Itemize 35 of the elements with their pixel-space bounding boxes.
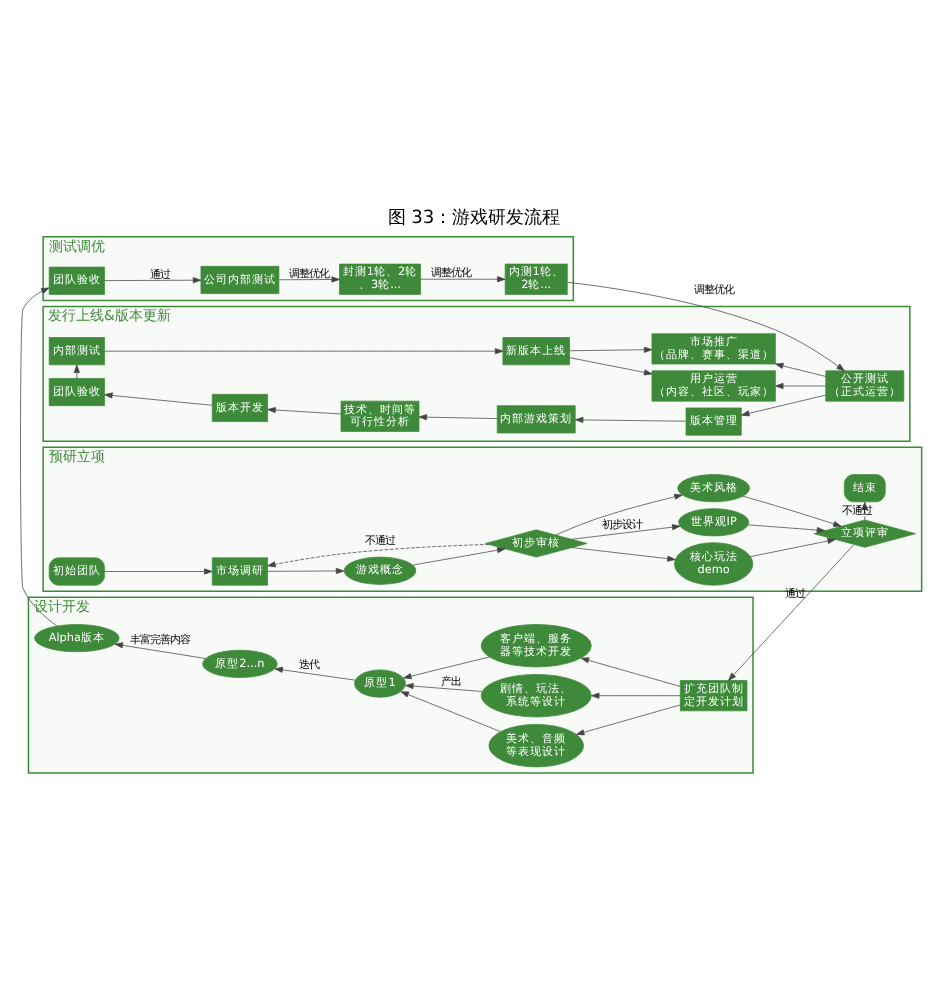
arrow (580, 657, 681, 687)
arrow (591, 692, 681, 699)
arrow (728, 544, 855, 681)
arrow (750, 538, 836, 557)
arrow (569, 346, 653, 353)
arrow (104, 568, 213, 575)
arrow (576, 704, 681, 736)
arrow (104, 392, 213, 406)
arrow (104, 348, 504, 355)
arrow (412, 547, 506, 566)
arrow (775, 382, 827, 389)
arrow (73, 364, 80, 379)
arrow (267, 544, 490, 568)
arrow (742, 495, 842, 527)
arrow (571, 524, 681, 540)
arrow (555, 493, 683, 536)
arrow (274, 666, 356, 681)
arrow (400, 691, 501, 732)
diagram-title: 图 33：游戏研发流程 (387, 208, 561, 229)
arrow (747, 524, 826, 534)
arrow (571, 547, 676, 562)
arrow (267, 567, 345, 574)
arrow (267, 407, 342, 415)
arrow (20, 287, 58, 627)
arrow (403, 656, 490, 680)
arrow (405, 683, 483, 692)
arrow (741, 394, 826, 417)
arrow (114, 642, 206, 659)
arrow (420, 276, 506, 283)
arrow (104, 277, 202, 284)
arrow (418, 414, 498, 421)
arrow (569, 357, 653, 376)
arrow (278, 276, 340, 283)
arrow (775, 362, 827, 377)
arrow (566, 281, 845, 372)
